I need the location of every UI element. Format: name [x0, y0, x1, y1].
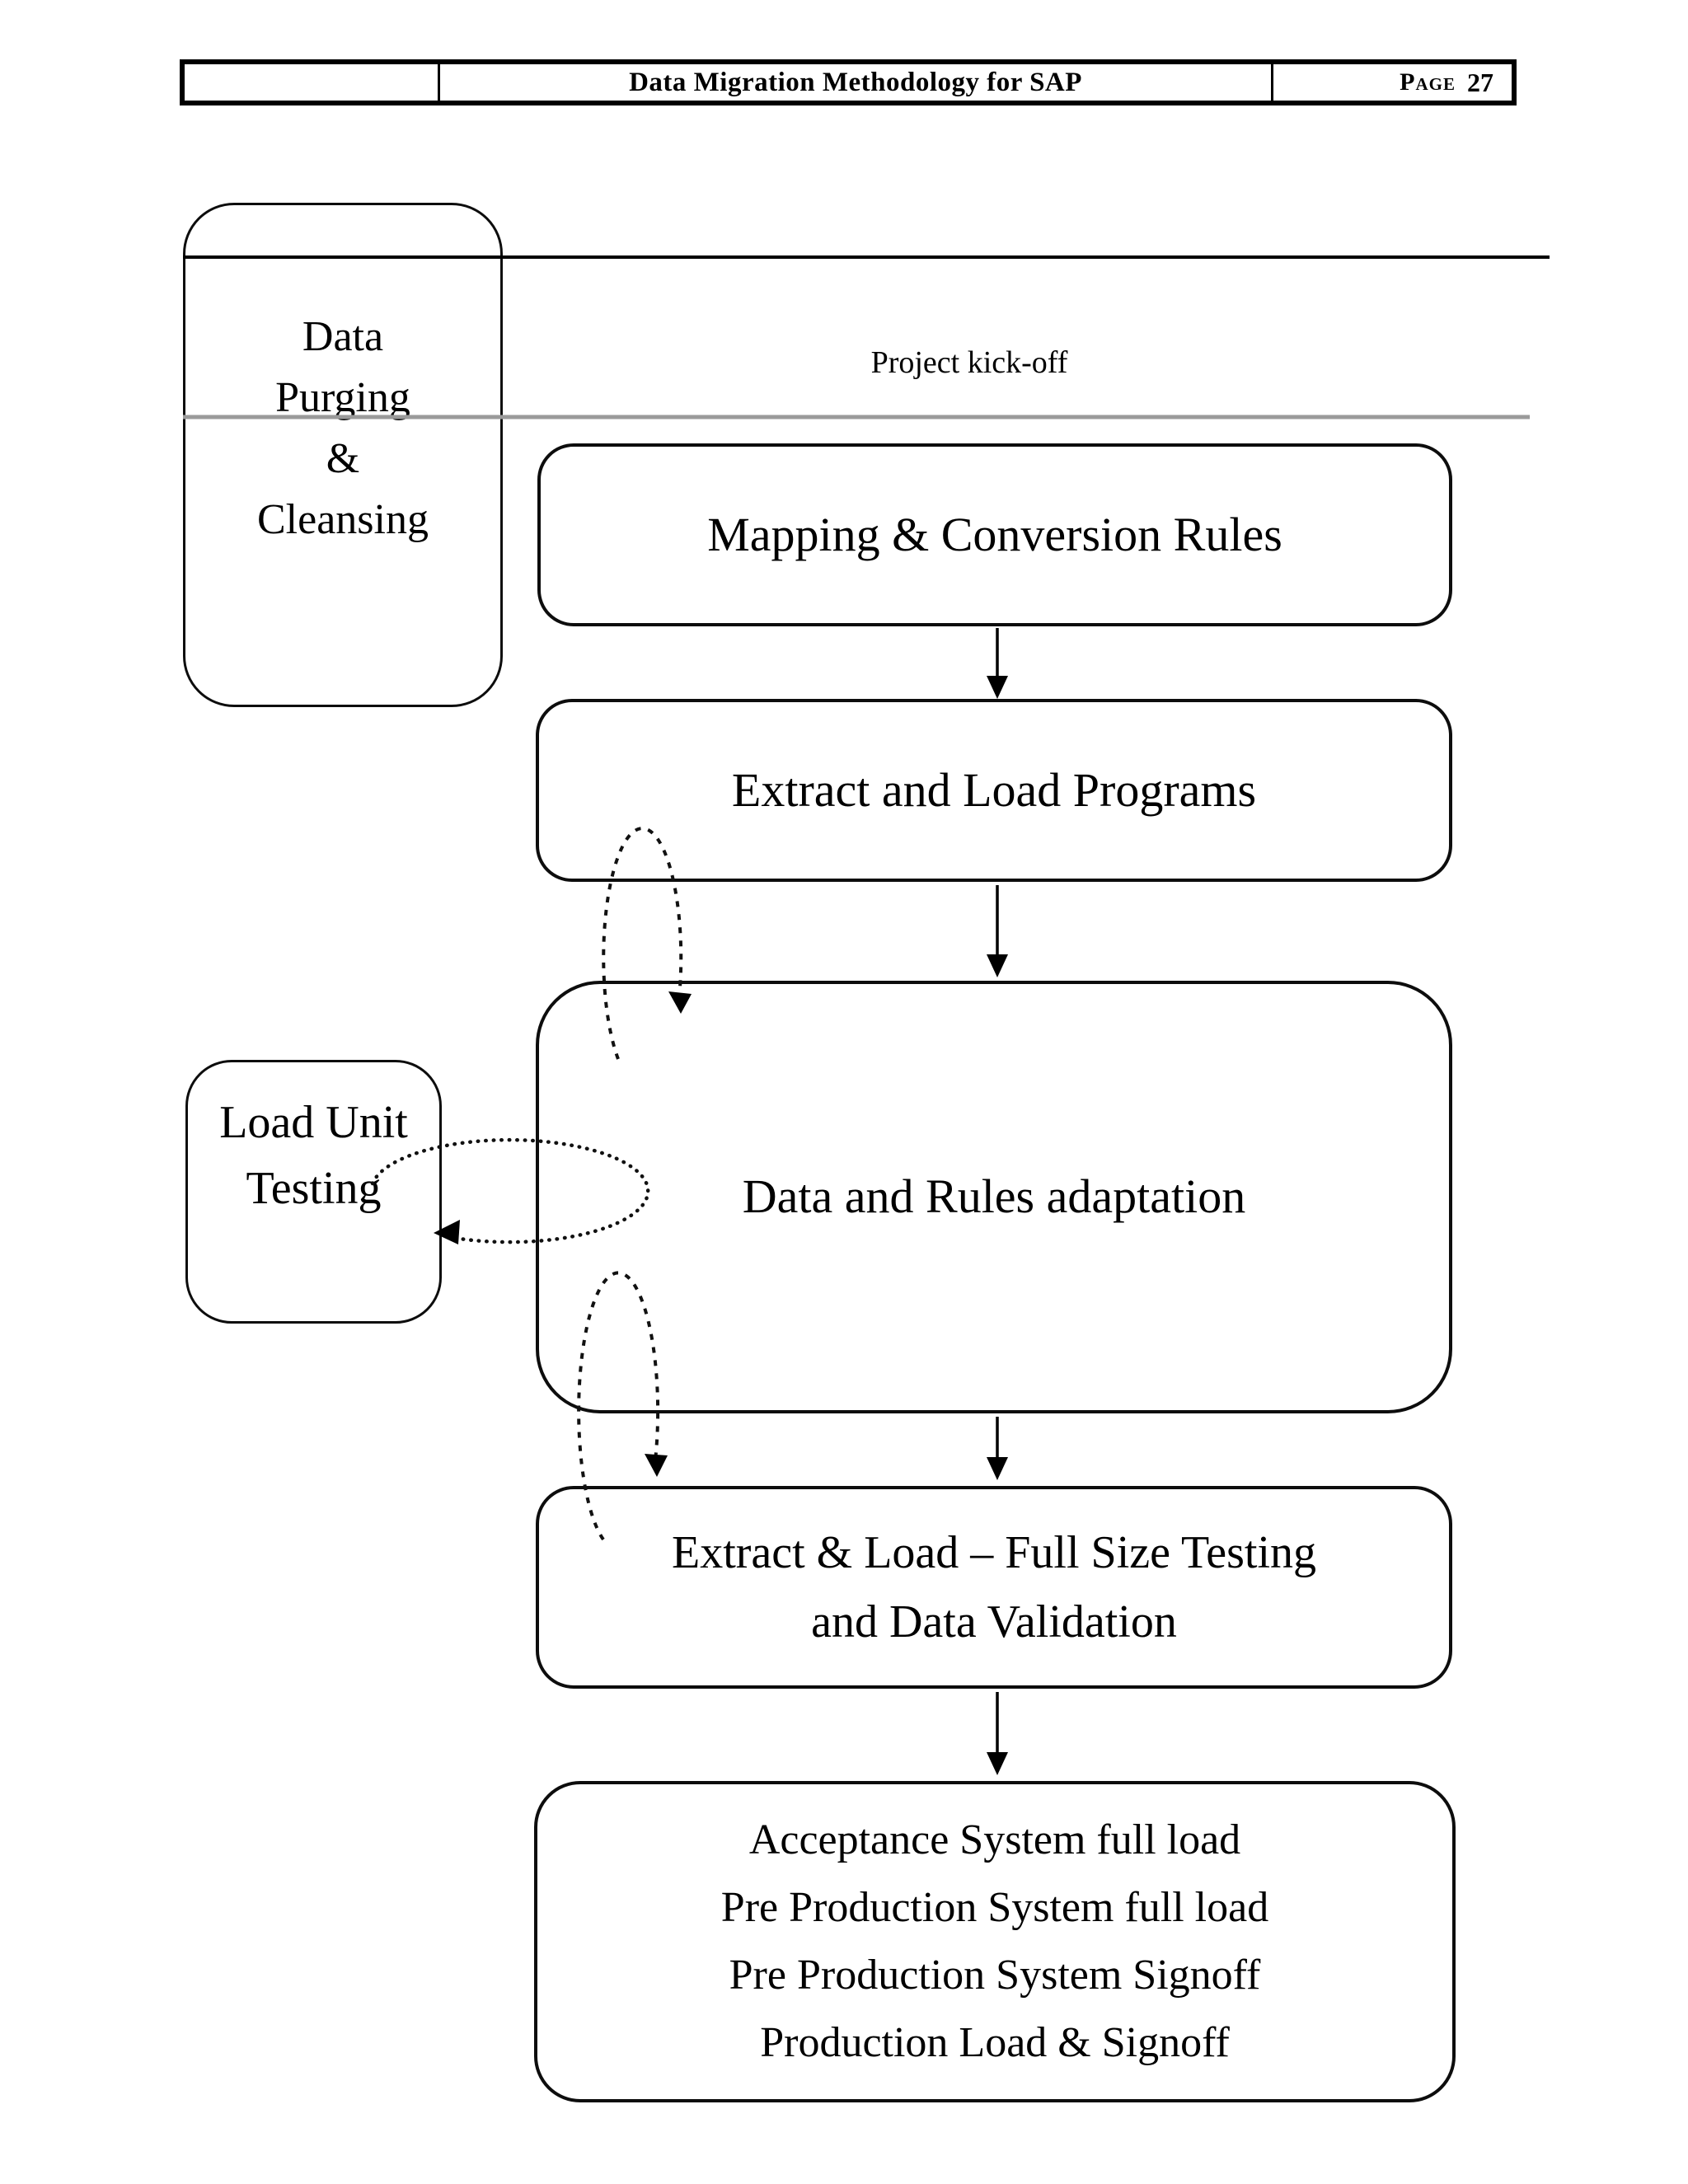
- arrowhead: [987, 954, 1008, 977]
- node-full-size-testing-validation: Extract & Load – Full Size Testing and D…: [536, 1486, 1452, 1689]
- node-text-line: Data: [302, 313, 384, 360]
- node-text-line: Testing: [246, 1163, 382, 1214]
- node-extract-load-programs: Extract and Load Programs: [536, 699, 1452, 882]
- node-text-line: Purging: [275, 374, 410, 421]
- node-text-line: Extract & Load – Full Size Testing: [671, 1527, 1317, 1578]
- node-data-rules-adaptation: Data and Rules adaptation: [536, 981, 1452, 1413]
- node-text-line: Data and Rules adaptation: [742, 1169, 1246, 1224]
- arrowhead: [645, 1454, 668, 1477]
- node-text-line: Pre Production System full load: [720, 1884, 1269, 1931]
- node-text-line: and Data Validation: [811, 1596, 1177, 1647]
- document-header-table: Data Migration Methodology for SAP Page …: [180, 59, 1517, 105]
- node-data-purging-cleansing: Data Purging & Cleansing: [183, 203, 503, 707]
- node-text-line: Mapping & Conversion Rules: [707, 507, 1282, 561]
- node-text-line: Load Unit: [219, 1097, 408, 1148]
- flow-arrow-mapping-to-extract: [987, 628, 1008, 699]
- flow-arrow-adaptation-to-fullsize: [987, 1417, 1008, 1480]
- node-text-line: Pre Production System Signoff: [729, 1952, 1261, 1999]
- header-title: Data Migration Methodology for SAP: [629, 67, 1082, 97]
- arrowhead: [987, 1752, 1008, 1775]
- header-page-cell: Page 27: [1271, 64, 1512, 101]
- node-text-line: Extract and Load Programs: [731, 762, 1257, 817]
- flow-arrow-extract-to-adaptation: [987, 885, 1008, 977]
- node-load-unit-testing: Load Unit Testing: [185, 1060, 442, 1324]
- arrowhead: [987, 1457, 1008, 1480]
- header-empty-cell: [185, 64, 440, 101]
- arrowhead: [987, 676, 1008, 699]
- flow-arrow-fullsize-to-final: [987, 1692, 1008, 1775]
- header-page-number: 27: [1467, 67, 1493, 97]
- header-page-label: Page: [1400, 68, 1456, 96]
- project-kickoff-label: Project kick-off: [870, 345, 1068, 380]
- node-text-line: Production Load & Signoff: [760, 2019, 1230, 2066]
- node-acceptance-production-loads: Acceptance System full load Pre Producti…: [534, 1781, 1456, 2102]
- node-mapping-conversion-rules: Mapping & Conversion Rules: [537, 443, 1452, 626]
- node-text-line: &: [326, 435, 360, 482]
- node-text-line: Acceptance System full load: [748, 1816, 1241, 1863]
- node-text-line: Cleansing: [257, 496, 429, 543]
